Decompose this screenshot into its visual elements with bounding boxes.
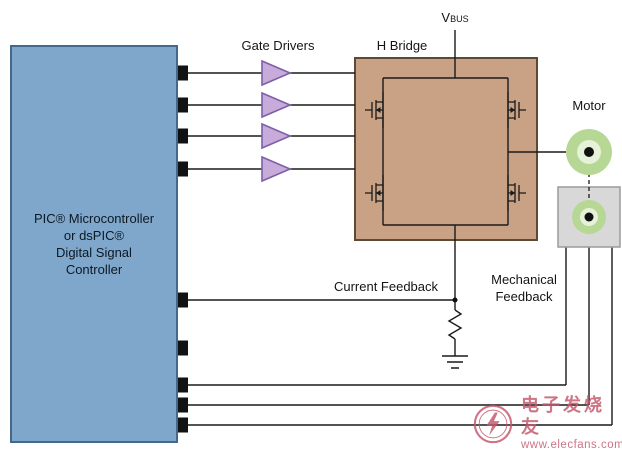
current-feedback-label: Current Feedback (333, 279, 439, 294)
gate-driver-icons (261, 59, 293, 183)
sensor-shaft-dot (584, 212, 594, 222)
mechanical-feedback-line2: Feedback (495, 289, 553, 304)
watermark-site-url: www.elecfans.com (521, 439, 622, 451)
controller-block: PIC® Microcontroller or dsPIC® Digital S… (10, 45, 178, 443)
motor-shaft-dot (584, 147, 594, 157)
pin (175, 128, 188, 144)
mech-feedback-wire-2 (188, 247, 590, 406)
sensor-icon (572, 200, 606, 234)
motor-label: Motor (572, 98, 606, 113)
ground-icon (442, 355, 468, 369)
controller-pins (175, 65, 188, 433)
pin (175, 397, 188, 413)
mech-feedback-wire-3 (188, 247, 613, 426)
controller-label-line: or dsPIC® (63, 228, 125, 243)
pin (175, 97, 188, 113)
h-bridge-label: H Bridge (376, 38, 428, 53)
controller-label-line: Controller (65, 262, 123, 277)
driver-output-wires (290, 72, 355, 170)
watermark-logo-icon (473, 404, 513, 443)
vbus-subscript: BUS (450, 14, 469, 24)
pin (175, 377, 188, 393)
watermark: 电子发烧友 www.elecfans.com (472, 394, 622, 453)
vbus-main-text: V (441, 10, 451, 25)
resistor-icon (447, 309, 463, 340)
mechanical-feedback-label: Mechanical Feedback (468, 271, 580, 305)
gate-driver-triangle (261, 91, 293, 119)
wires (188, 30, 613, 426)
vbus-label: VBUS (425, 10, 485, 27)
h-bridge-box (354, 57, 538, 241)
gate-drivers-label: Gate Drivers (241, 38, 315, 53)
mechanical-feedback-line1: Mechanical (491, 272, 557, 287)
controller-label-line: PIC® Microcontroller (33, 211, 155, 226)
pin (175, 340, 188, 356)
gate-driver-triangle (261, 155, 293, 183)
pin (175, 292, 188, 308)
watermark-text: 电子发烧友 www.elecfans.com (521, 394, 622, 453)
mech-feedback-wire-1 (188, 247, 567, 386)
motor-icon (566, 129, 612, 175)
controller-label: PIC® Microcontroller or dsPIC® Digital S… (34, 210, 154, 278)
watermark-site-name: 电子发烧友 (521, 395, 605, 437)
bridge-rails (382, 77, 509, 226)
pin (175, 65, 188, 81)
pin (175, 161, 188, 177)
gate-driver-triangle (261, 122, 293, 150)
pin (175, 417, 188, 433)
gate-driver-triangle (261, 59, 293, 87)
controller-label-line: Digital Signal (56, 245, 132, 260)
wire-junction-dot (452, 297, 458, 303)
gate-drive-wires (188, 72, 262, 170)
